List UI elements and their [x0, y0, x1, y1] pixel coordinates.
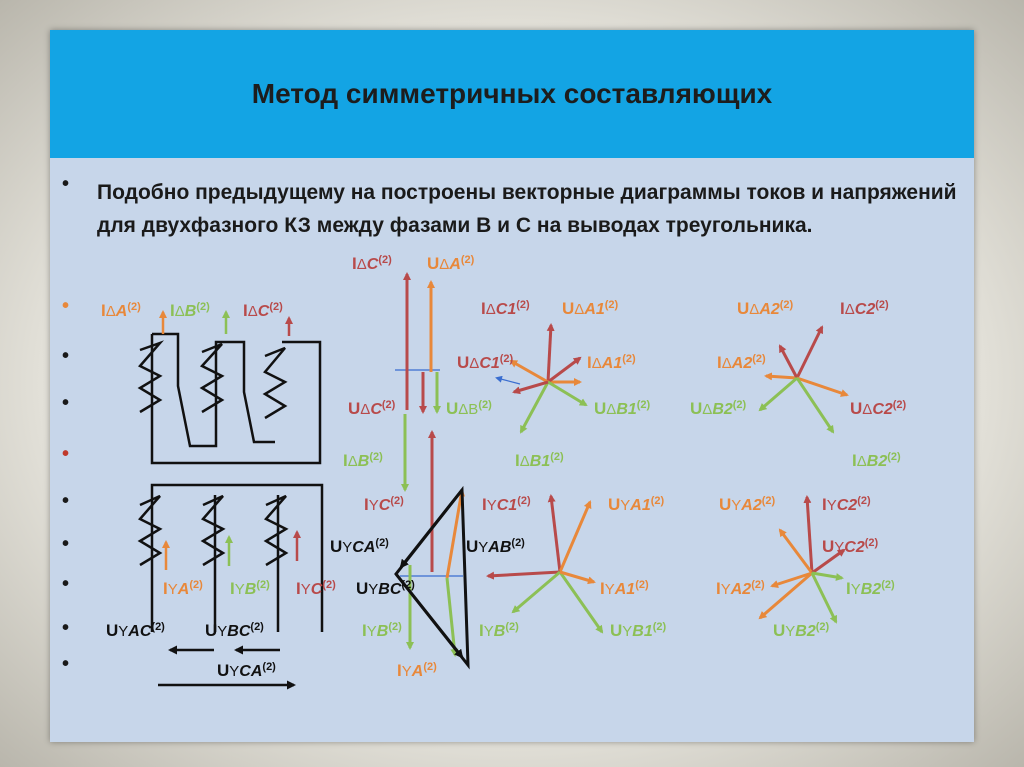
label-i-dc-l: IΔC(2): [243, 301, 283, 320]
label-u-yab: UYAB(2): [466, 537, 525, 556]
label-i-da2: IΔA2(2): [717, 353, 766, 372]
label-i-db1: IΔB1(2): [515, 451, 564, 470]
delta-positive-sequence: [495, 323, 588, 434]
bullet-marker: •: [62, 173, 69, 195]
label-u-db2: UΔB2(2): [690, 399, 747, 418]
label-u-dc: UΔC(2): [348, 399, 396, 418]
label-u-yb2: UYB2(2): [773, 621, 830, 640]
label-i-yc2: IYC2(2): [822, 495, 871, 514]
label-i-ya-l: IYA(2): [163, 579, 203, 598]
label-u-da1: UΔA1(2): [562, 299, 619, 318]
label-u-yca: UYCA(2): [330, 537, 389, 556]
label-u-ya2: UYA2(2): [719, 495, 776, 514]
label-i-da1: IΔA1(2): [587, 353, 636, 372]
label-i-yb: IYB(2): [362, 621, 402, 640]
label-i-ya2: IYA2(2): [716, 579, 765, 598]
label-i-yb2: IYB2(2): [846, 579, 895, 598]
label-i-ya1: IYA1(2): [600, 579, 649, 598]
label-i-dc1: IΔC1(2): [481, 299, 530, 318]
label-i-db2: IΔB2(2): [852, 451, 901, 470]
label-u-dc2: UΔC2(2): [850, 399, 907, 418]
bullet-marker: •: [62, 533, 69, 555]
label-u-ybc-b: UYBC(2): [205, 621, 264, 640]
label-i-yb-r: IYB(2): [479, 621, 519, 640]
label-u-yca-b: UYCA(2): [217, 661, 276, 680]
bullet-marker: •: [62, 573, 69, 595]
label-i-db-l: IΔB(2): [170, 301, 210, 320]
bullet-marker: •: [62, 490, 69, 512]
star-phasor-diagram: [394, 430, 470, 670]
star-winding: [137, 483, 324, 632]
label-u-yac-b: UYAC(2): [106, 621, 165, 640]
intro-paragraph: Подобно предыдущему на построены векторн…: [97, 181, 957, 237]
bullet-marker: •: [62, 345, 69, 367]
label-i-ya: IYA(2): [397, 661, 437, 680]
label-u-da: UΔA(2): [427, 254, 475, 273]
label-layer: IΔC(2) UΔA(2) IΔA(2) IΔB(2) IΔC(2) IΔC1(2) UΔA…: [101, 254, 907, 680]
label-i-db: IΔB(2): [343, 451, 383, 470]
title-bar: Метод симметричных составляющих: [50, 30, 974, 158]
label-i-yb-l: IYB(2): [230, 579, 270, 598]
delta-negative-sequence: [758, 325, 849, 434]
slide-title: Метод симметричных составляющих: [251, 78, 773, 109]
label-u-ya1: UYA1(2): [608, 495, 665, 514]
label-i-dc: IΔC(2): [352, 254, 392, 273]
bullet-marker: •: [62, 617, 69, 639]
label-i-yc-l: IYC(2): [296, 579, 336, 598]
star-negative-sequence: [758, 495, 846, 624]
label-u-da2: UΔA2(2): [737, 299, 794, 318]
label-i-yc1: IYC1(2): [482, 495, 531, 514]
label-i-dc2: IΔC2(2): [840, 299, 889, 318]
bullet-marker: •: [62, 392, 69, 414]
bullet-list: • • • • • • • • • •: [62, 173, 69, 675]
label-u-yc2: UYC2(2): [822, 537, 879, 556]
bullet-marker: •: [62, 295, 69, 317]
label-i-da-l: IΔA(2): [101, 301, 141, 320]
label-u-yb1: UYB1(2): [610, 621, 667, 640]
delta-phasor-diagram: [395, 272, 441, 492]
bullet-marker: •: [62, 653, 69, 675]
bullet-marker: •: [62, 443, 69, 465]
label-u-db: UΔB(2): [446, 399, 492, 418]
delta-winding: [137, 332, 322, 465]
label-i-yc: IYC(2): [364, 495, 404, 514]
label-u-db1: UΔB1(2): [594, 399, 651, 418]
star-positive-sequence: [486, 494, 604, 634]
label-u-ybc: UYBC(2): [356, 579, 415, 598]
label-u-dc1: UΔC1(2): [457, 353, 514, 372]
